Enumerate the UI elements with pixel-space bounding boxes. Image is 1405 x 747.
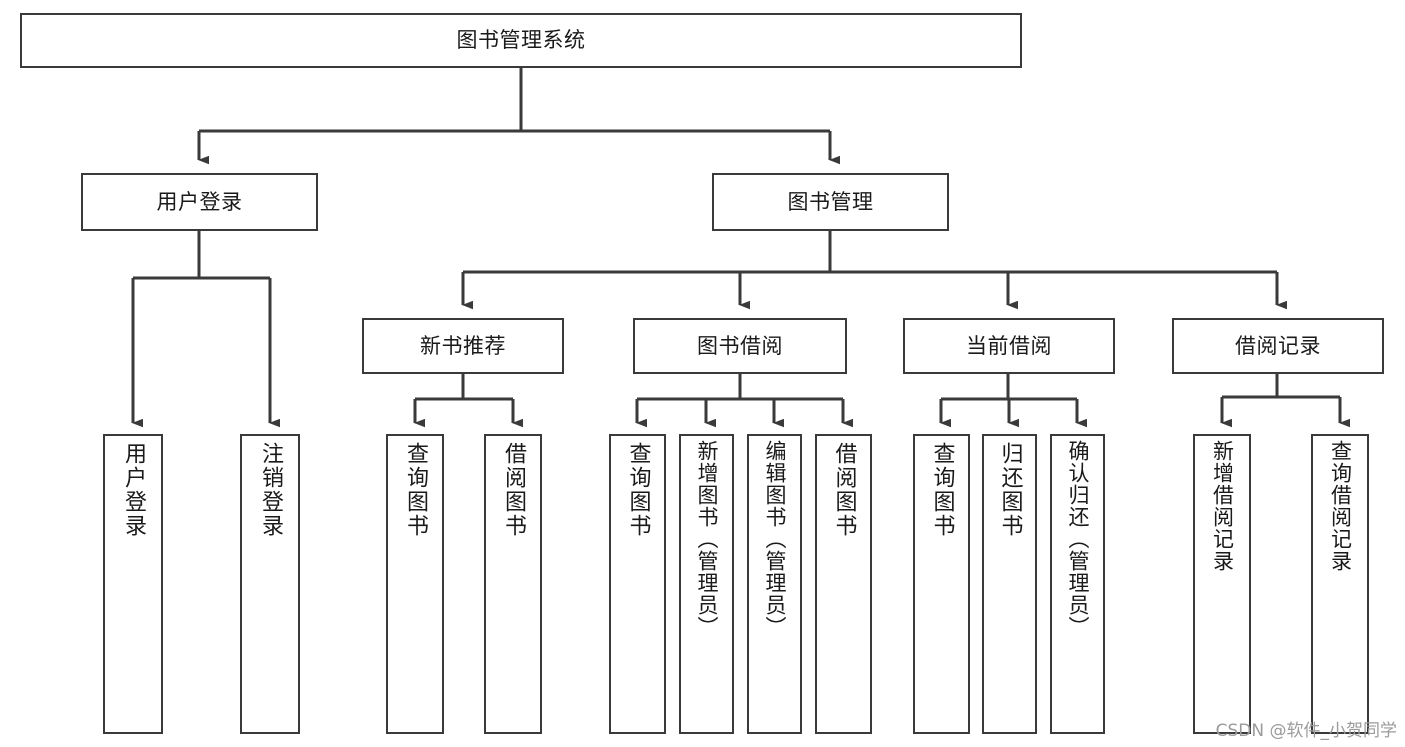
node-leaf-confirm-return-label: 确认归还（管理员） xyxy=(1066,440,1090,638)
node-leaf-borrow-book-1[interactable]: 借阅图书 xyxy=(484,434,542,734)
node-leaf-edit-book-label: 编辑图书（管理员） xyxy=(763,440,787,638)
node-leaf-query-record[interactable]: 查询借阅记录 xyxy=(1311,434,1369,734)
node-leaf-add-record-label: 新增借阅记录 xyxy=(1210,440,1235,572)
node-book-manage[interactable]: 图书管理 xyxy=(712,173,949,231)
node-user-login[interactable]: 用户登录 xyxy=(81,173,318,231)
node-leaf-user-login-label: 用户登录 xyxy=(121,442,146,538)
node-book-manage-label: 图书管理 xyxy=(787,189,874,214)
node-new-book-recommend-label: 新书推荐 xyxy=(420,333,506,358)
node-borrow-record[interactable]: 借阅记录 xyxy=(1172,318,1384,374)
node-user-login-label: 用户登录 xyxy=(156,189,243,214)
node-leaf-user-login[interactable]: 用户登录 xyxy=(103,434,163,734)
node-leaf-confirm-return[interactable]: 确认归还（管理员） xyxy=(1050,434,1105,734)
node-borrow-record-label: 借阅记录 xyxy=(1235,333,1321,358)
node-leaf-borrow-book-1-label: 借阅图书 xyxy=(501,442,526,538)
node-book-borrow[interactable]: 图书借阅 xyxy=(633,318,847,374)
node-new-book-recommend[interactable]: 新书推荐 xyxy=(362,318,564,374)
node-current-borrow[interactable]: 当前借阅 xyxy=(903,318,1115,374)
node-leaf-return-book-label: 归还图书 xyxy=(997,442,1023,538)
node-leaf-query-book-1-label: 查询图书 xyxy=(403,442,428,538)
node-root[interactable]: 图书管理系统 xyxy=(20,13,1022,68)
node-leaf-logout[interactable]: 注销登录 xyxy=(240,434,300,734)
node-leaf-query-book-2[interactable]: 查询图书 xyxy=(609,434,666,734)
node-current-borrow-label: 当前借阅 xyxy=(966,333,1052,358)
node-leaf-return-book[interactable]: 归还图书 xyxy=(982,434,1037,734)
node-leaf-query-record-label: 查询借阅记录 xyxy=(1328,440,1353,572)
node-leaf-query-book-1[interactable]: 查询图书 xyxy=(386,434,444,734)
node-leaf-query-book-3[interactable]: 查询图书 xyxy=(913,434,970,734)
node-book-borrow-label: 图书借阅 xyxy=(697,333,783,358)
node-leaf-borrow-book-2[interactable]: 借阅图书 xyxy=(815,434,872,734)
node-leaf-query-book-2-label: 查询图书 xyxy=(625,442,651,538)
node-leaf-logout-label: 注销登录 xyxy=(258,442,283,538)
node-leaf-add-book-label: 新增图书（管理员） xyxy=(695,440,719,638)
node-leaf-query-book-3-label: 查询图书 xyxy=(929,442,955,538)
node-leaf-add-book[interactable]: 新增图书（管理员） xyxy=(679,434,734,734)
node-leaf-borrow-book-2-label: 借阅图书 xyxy=(831,442,857,538)
node-root-label: 图书管理系统 xyxy=(456,28,586,53)
node-leaf-add-record[interactable]: 新增借阅记录 xyxy=(1193,434,1251,734)
node-leaf-edit-book[interactable]: 编辑图书（管理员） xyxy=(747,434,802,734)
watermark-text: CSDN @软件_小贺同学 xyxy=(1215,721,1397,741)
